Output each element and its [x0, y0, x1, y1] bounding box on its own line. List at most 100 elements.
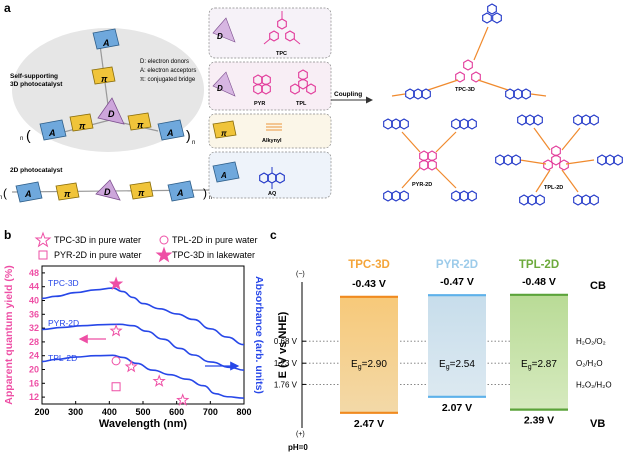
tile-donor: [212, 71, 236, 97]
tpc-label: TPC: [276, 51, 287, 57]
scheme-2d: A π D π A ( ) n n: [0, 179, 212, 203]
redox-level-value: 1.23 V: [274, 359, 298, 368]
tile-d-text: D: [217, 32, 223, 41]
legend-donor: D: electron donors: [140, 59, 189, 65]
material-name: TPL-2D: [519, 259, 559, 271]
scheme-3d: A π D π π A A ( ) n n: [20, 28, 195, 146]
tile-a-text: A: [48, 128, 56, 138]
cb-label: CB: [590, 280, 606, 292]
building-blocks: D TPC D PYR TPL π Alkynyl: [208, 7, 332, 199]
tile-pi-text: π: [138, 188, 145, 198]
tpc-3d-label: TPC-3D: [455, 87, 475, 93]
legend-circle-open: [159, 235, 169, 245]
alkynyl-label: Alkynyl: [262, 138, 282, 144]
band-gap-label: Eg=2.87: [521, 359, 557, 371]
self-supporting-label: Self-supporting: [10, 73, 58, 80]
tile-donor: [95, 179, 121, 201]
panel-a: a A π D π π A A ( ) n n Self-supporting: [0, 1, 623, 206]
tile-a-text: A: [220, 171, 227, 180]
aqy-point: [109, 323, 123, 337]
y-tick-label: 36: [29, 309, 39, 319]
aqy-point: [111, 356, 121, 366]
cb-value: -0.47 V: [440, 276, 474, 288]
cb-value: -0.43 V: [352, 278, 386, 290]
legend-square-open: [38, 250, 48, 260]
ph-label: pH=0: [288, 443, 308, 452]
y-tick-label: 20: [29, 365, 39, 375]
band-gap-bar: [510, 294, 568, 410]
photocatalyst-2d-label: 2D photocatalyst: [10, 167, 63, 174]
tile-d-text: D: [104, 187, 111, 197]
material-name: PYR-2D: [436, 259, 478, 271]
redox-couple-label: H₂O₂/H₂O: [576, 380, 612, 389]
energy-axis-label: E (V vs NHE): [277, 311, 289, 378]
redox-level-value: 0.68 V: [274, 337, 298, 346]
x-tick-label: 800: [236, 407, 251, 417]
y-tick-label: 16: [29, 378, 39, 388]
subscript-n: n: [192, 140, 195, 146]
aq-molecule: [259, 167, 285, 189]
tile-a-text: A: [166, 128, 174, 138]
vb-label: VB: [590, 418, 605, 430]
curve-label-tpl2d: TPL-2D: [48, 353, 77, 363]
y-tick-label: 32: [29, 323, 39, 333]
aqy-markers: [109, 276, 190, 406]
redox-level-value: 1.76 V: [274, 380, 298, 389]
y-tick-label: 40: [29, 296, 39, 306]
tile-a-text: A: [176, 188, 184, 198]
coupling-label: Coupling: [334, 91, 362, 98]
tile-donor: [97, 97, 125, 125]
redox-couple-label: O₂/H₂O: [576, 359, 603, 368]
x-axis-label: Wavelength (nm): [99, 418, 188, 430]
pyr-2d-structure: PYR-2D: [383, 118, 477, 202]
bracket-left: (: [26, 127, 31, 143]
y2-axis-label: Absorbance (arb. units): [253, 276, 265, 394]
bracket-left: (: [3, 186, 7, 200]
box-aq: [208, 151, 332, 199]
y-tick-label: 24: [29, 351, 39, 361]
curve-label-tpc3d: TPC-3D: [48, 278, 79, 288]
absorbance-curves: [41, 287, 245, 399]
legend: TPC-3D in pure water TPL-2D in pure wate…: [34, 231, 258, 263]
band-gap-bar: [340, 296, 398, 413]
vb-value: 2.39 V: [524, 415, 554, 427]
pyr-2d-label: PYR-2D: [412, 182, 432, 188]
cb-value: -0.48 V: [522, 276, 556, 288]
legend-tpl2d-pure: TPL-2D in pure water: [172, 235, 258, 245]
band-gap-label: Eg=2.54: [439, 359, 475, 371]
absorbance-curve: [41, 287, 245, 346]
legend-acceptor: A: electron acceptors: [140, 68, 196, 74]
aqy-point: [124, 359, 138, 373]
self-supporting-label-2: 3D photocatalyst: [10, 81, 63, 88]
legend-pyr2d-pure: PYR-2D in pure water: [54, 250, 142, 260]
legend-tpc3d-lake: TPC-3D in lakewater: [172, 250, 255, 260]
tile-a-text: A: [24, 189, 32, 199]
tile-a-text: A: [102, 38, 110, 48]
x-tick-label: 700: [203, 407, 218, 417]
tpc-molecule: [263, 11, 301, 45]
band-gap-bar: [428, 295, 486, 397]
tile-pi-text: π: [79, 121, 86, 131]
tile-d-text: D: [108, 109, 115, 119]
tile-pi-text: π: [221, 129, 227, 138]
aqy-point: [152, 374, 166, 387]
y-tick-label: 28: [29, 337, 39, 347]
legend-star-filled: [155, 246, 173, 263]
vb-value: 2.07 V: [442, 402, 472, 414]
tile-pi-text: π: [64, 189, 71, 199]
x-tick-label: 200: [34, 407, 49, 417]
curve-label-pyr2d: PYR-2D: [48, 318, 79, 328]
x-tick-label: 500: [135, 407, 150, 417]
y-tick-label: 12: [29, 392, 39, 402]
x-tick-label: 400: [102, 407, 117, 417]
minus-mark: (−): [296, 271, 305, 278]
tpl-2d-structure: TPL-2D: [495, 114, 623, 206]
tpl-2d-label: TPL-2D: [544, 185, 563, 191]
tpc-3d-structure: TPC-3D: [391, 3, 547, 100]
band-gap-label: Eg=2.90: [351, 359, 387, 371]
